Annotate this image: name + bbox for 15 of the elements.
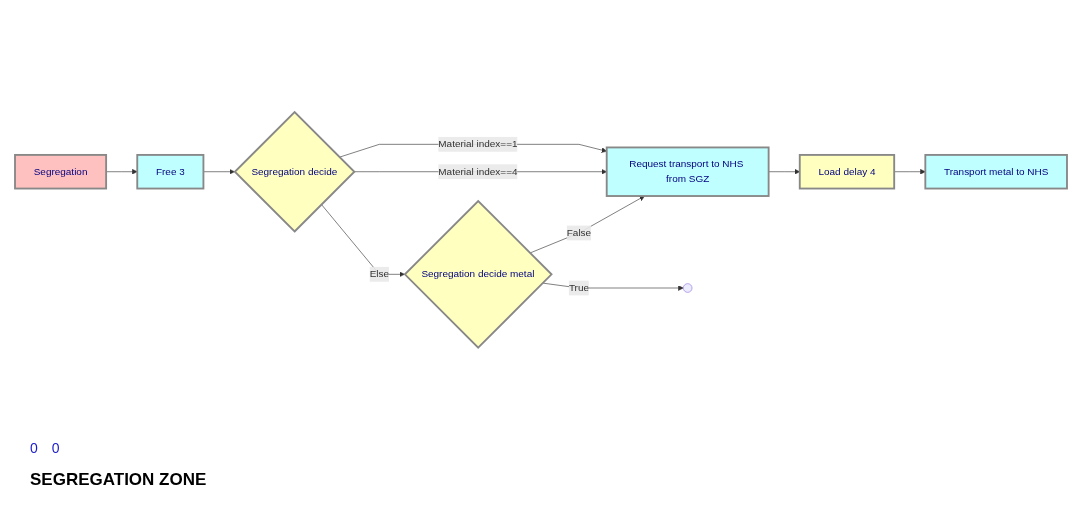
- counter-value: 0: [51, 440, 60, 456]
- edge-label: True: [568, 282, 590, 294]
- zone-title: SEGREGATION ZONE: [30, 470, 207, 490]
- node-box: Transport metal to NHS: [924, 154, 1068, 190]
- node-box: Free 3: [136, 154, 205, 190]
- node-box: Segregation: [14, 154, 108, 190]
- edge-label: Material index==4: [438, 166, 518, 177]
- node-diamond: Segregation decide: [233, 110, 356, 233]
- edge-label: False: [566, 227, 592, 239]
- counter-value: 0: [30, 440, 38, 456]
- node-diamond: Segregation decide metal: [403, 199, 553, 350]
- node-box: Load delay 4: [798, 154, 896, 190]
- node-box: Request transport to NHS from SGZ: [605, 146, 770, 198]
- edge-label: Material index==1: [438, 138, 518, 150]
- edge-label: Else: [369, 268, 390, 280]
